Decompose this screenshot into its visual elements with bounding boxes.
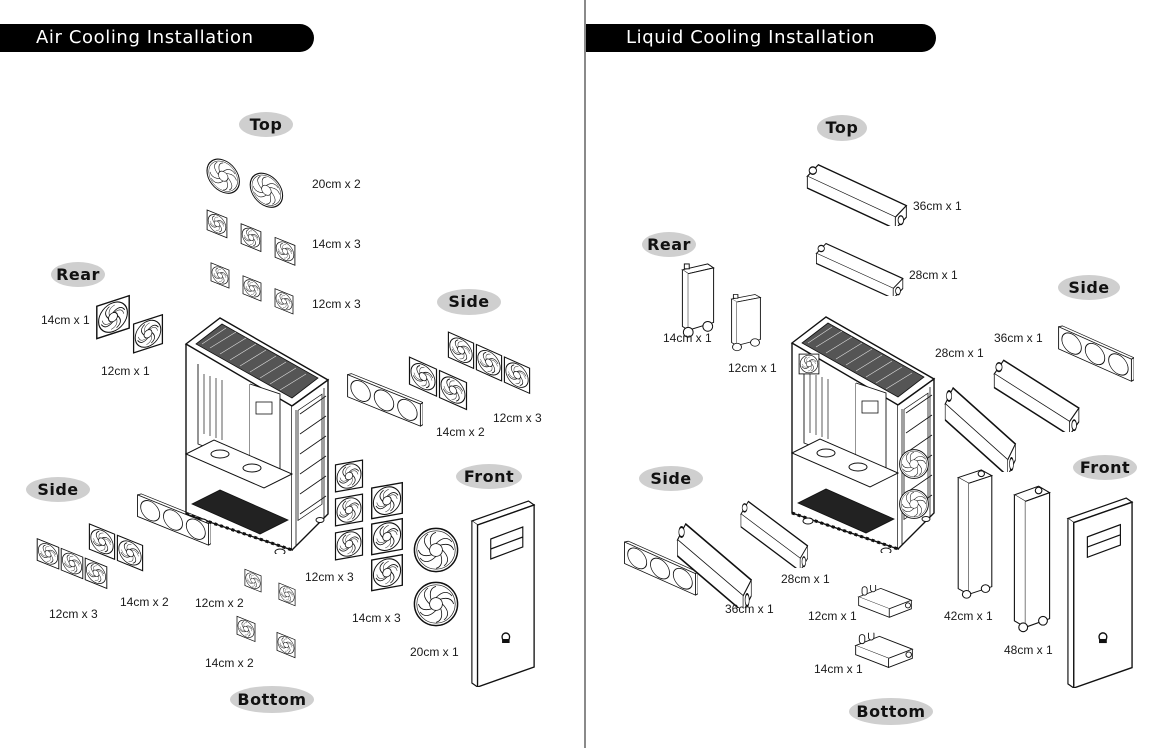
liquid-bottom-12cm-label: 12cm x 1: [808, 609, 857, 623]
liquid-front-panel: [1067, 497, 1133, 688]
air-top-20cm-fans: [206, 153, 284, 213]
air-cooling-title: Air Cooling Installation: [0, 24, 314, 52]
air-front-14cm-label: 14cm x 3: [352, 611, 401, 625]
liquid-rear-12cm-radiator: [731, 294, 761, 352]
liquid-bottom-12cm-radiator: [858, 585, 912, 618]
air-top-12cm-label: 12cm x 3: [312, 297, 361, 311]
liquid-side-left-label: Side: [639, 466, 703, 491]
liquid-cooling-title: Liquid Cooling Installation: [586, 24, 936, 52]
liquid-side-left-28cm-label: 28cm x 1: [781, 572, 830, 586]
air-top-12cm-fans: [210, 262, 294, 315]
air-side-left-label: Side: [26, 477, 90, 502]
air-side-left-bracket: [136, 491, 211, 547]
air-bottom-12cm-label: 12cm x 2: [195, 596, 244, 610]
air-side-right-14cm-label: 14cm x 2: [436, 425, 485, 439]
air-front-panel: [471, 500, 535, 687]
air-rear-12cm-label: 12cm x 1: [101, 364, 150, 378]
air-bottom-label: Bottom: [230, 686, 314, 713]
liquid-rear-label: Rear: [642, 232, 696, 257]
liquid-side-right-28cm-label: 28cm x 1: [935, 346, 984, 360]
air-front-14cm-fans: [370, 481, 404, 592]
air-top-14cm-fans: [206, 209, 296, 266]
liquid-top-label: Top: [817, 115, 867, 141]
page-divider: [584, 0, 586, 748]
air-front-12cm-label: 12cm x 3: [305, 570, 354, 584]
air-side-right-12cm-label: 12cm x 3: [493, 411, 542, 425]
liquid-top-28cm-label: 28cm x 1: [909, 268, 958, 282]
liquid-side-right-bracket: [1057, 323, 1134, 384]
air-rear-14cm-fan: [95, 294, 131, 340]
air-rear-14cm-label: 14cm x 1: [41, 313, 90, 327]
liquid-rear-14cm-label: 14cm x 1: [663, 331, 712, 345]
liquid-front-label: Front: [1073, 455, 1137, 480]
liquid-rear-14cm-radiator: [681, 263, 715, 338]
liquid-side-right-36cm-label: 36cm x 1: [994, 331, 1043, 345]
liquid-top-36cm-label: 36cm x 1: [913, 199, 962, 213]
liquid-bottom-14cm-label: 14cm x 1: [814, 662, 863, 676]
liquid-front-42cm-radiator: [957, 469, 993, 599]
air-bottom-12cm-fans: [244, 568, 296, 607]
air-side-left-12cm-label: 12cm x 3: [49, 607, 98, 621]
air-side-right-label: Side: [437, 289, 501, 315]
air-rear-label: Rear: [51, 262, 105, 287]
air-rear-12cm-fan: [132, 314, 164, 354]
liquid-side-left-28cm-radiator: [739, 500, 809, 568]
liquid-side-right-label: Side: [1058, 275, 1120, 300]
liquid-top-36cm-radiator: [806, 163, 908, 226]
liquid-front-48cm-label: 48cm x 1: [1004, 643, 1053, 657]
air-top-label: Top: [239, 112, 293, 137]
air-side-left-14cm-label: 14cm x 2: [120, 595, 169, 609]
air-top-14cm-label: 14cm x 3: [312, 237, 361, 251]
liquid-bottom-label: Bottom: [849, 698, 933, 725]
air-side-right-12cm-fans: [447, 331, 531, 395]
liquid-rear-12cm-label: 12cm x 1: [728, 361, 777, 375]
liquid-top-28cm-radiator: [815, 242, 904, 296]
air-front-12cm-fans: [334, 459, 364, 561]
liquid-side-left-36cm-label: 36cm x 1: [725, 602, 774, 616]
air-bottom-14cm-label: 14cm x 2: [205, 656, 254, 670]
air-top-20cm-label: 20cm x 2: [312, 177, 361, 191]
liquid-front-48cm-radiator: [1013, 485, 1051, 633]
air-front-20cm-fans: [413, 527, 459, 627]
liquid-front-42cm-label: 42cm x 1: [944, 609, 993, 623]
air-front-20cm-label: 20cm x 1: [410, 645, 459, 659]
air-front-label: Front: [456, 464, 522, 489]
